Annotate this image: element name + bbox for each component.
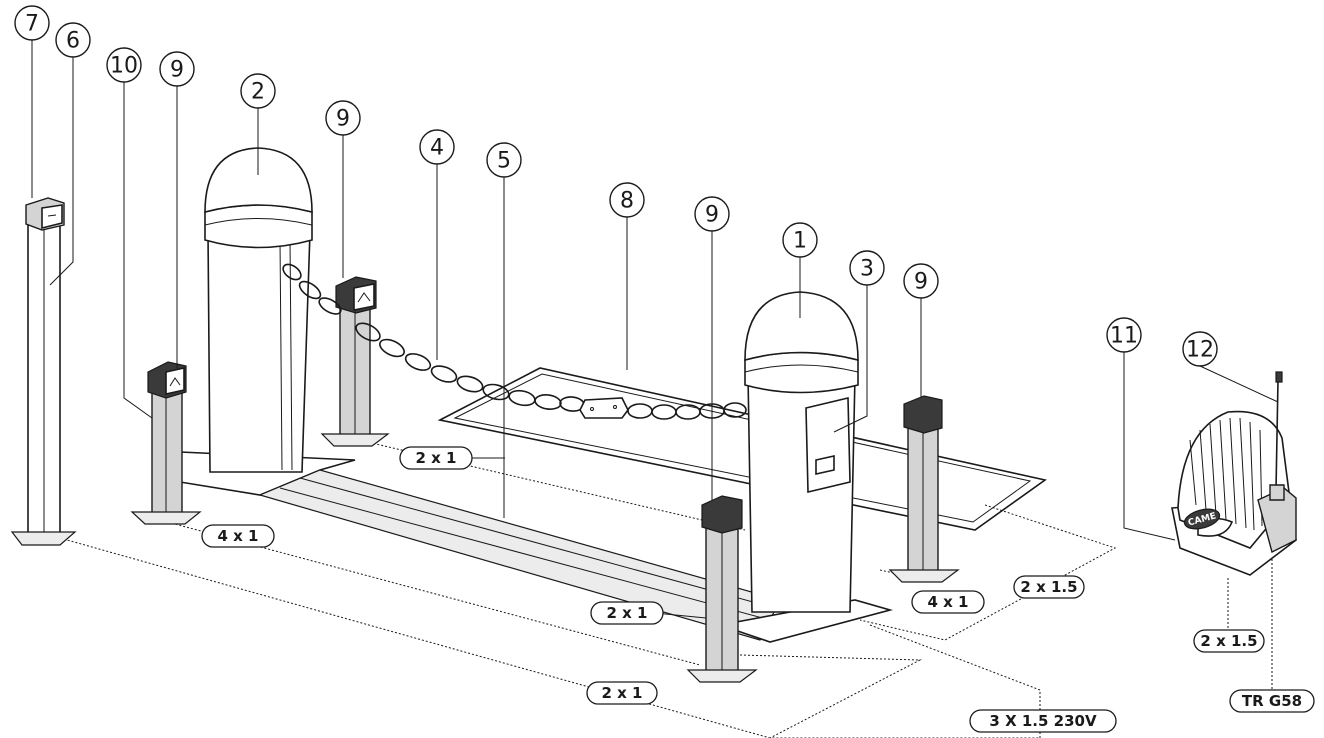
svg-text:1: 1 xyxy=(793,229,807,254)
svg-text:8: 8 xyxy=(620,189,634,214)
lamp-7 xyxy=(25,197,65,231)
svg-text:11: 11 xyxy=(1110,324,1138,349)
callout-9-front: 9 xyxy=(694,196,730,232)
cable-label-2x1-centre: 2 x 1 xyxy=(399,446,473,470)
svg-text:5: 5 xyxy=(497,149,511,174)
leader-lines xyxy=(31,40,1279,619)
svg-text:10: 10 xyxy=(110,54,138,79)
cable-label-4x1-left: 4 x 1 xyxy=(201,524,275,548)
photocell-post-centre xyxy=(320,276,390,447)
bollard-column-2 xyxy=(204,147,313,473)
svg-text:4 x 1: 4 x 1 xyxy=(928,593,969,611)
callout-9-right: 9 xyxy=(903,263,939,299)
svg-text:9: 9 xyxy=(336,107,350,132)
svg-text:6: 6 xyxy=(66,29,80,54)
svg-text:2 x 1.5: 2 x 1.5 xyxy=(1020,578,1077,596)
callout-11: 11 xyxy=(1106,317,1142,353)
photocell-post-front xyxy=(686,495,758,683)
svg-text:9: 9 xyxy=(170,58,184,83)
antenna-12 xyxy=(1269,371,1285,501)
callout-12: 12 xyxy=(1182,331,1218,367)
callout-6: 6 xyxy=(55,22,91,58)
svg-text:3 X 1.5 230V: 3 X 1.5 230V xyxy=(989,712,1097,730)
callout-7: 7 xyxy=(14,5,50,41)
svg-text:4 x 1: 4 x 1 xyxy=(218,527,259,545)
callout-1: 1 xyxy=(782,222,818,258)
control-unit-11: CAME xyxy=(1171,410,1297,576)
callout-9-left: 9 xyxy=(159,51,195,87)
cable-label-2x1-bottom: 2 x 1 xyxy=(586,681,658,705)
callout-3: 3 xyxy=(849,250,885,286)
svg-text:7: 7 xyxy=(25,12,39,37)
svg-text:2 x 1: 2 x 1 xyxy=(607,604,648,622)
cable-label-mains: 3 X 1.5 230V xyxy=(969,709,1117,733)
callout-10: 10 xyxy=(106,47,142,83)
svg-text:9: 9 xyxy=(914,270,928,295)
svg-text:2 x 1: 2 x 1 xyxy=(416,449,457,467)
svg-text:3: 3 xyxy=(860,257,874,282)
callout-5: 5 xyxy=(486,142,522,178)
photocell-post-left xyxy=(130,361,202,525)
post-6 xyxy=(10,211,77,546)
photocell-post-right xyxy=(888,395,960,583)
svg-text:12: 12 xyxy=(1186,338,1214,363)
chain-4 xyxy=(282,263,747,420)
svg-text:2 x 1.5: 2 x 1.5 xyxy=(1200,632,1257,650)
svg-text:2 x 1: 2 x 1 xyxy=(602,684,643,702)
callout-4: 4 xyxy=(419,129,455,165)
svg-text:TR G58: TR G58 xyxy=(1242,692,1302,710)
svg-text:4: 4 xyxy=(430,136,444,161)
callout-9-centre: 9 xyxy=(325,100,361,136)
svg-text:9: 9 xyxy=(705,203,719,228)
bollard-column-1 xyxy=(744,291,859,613)
cable-label-2x1.5-unit: 2 x 1.5 xyxy=(1193,629,1265,653)
callout-2: 2 xyxy=(240,73,276,109)
cable-label-2x1.5-right: 2 x 1.5 xyxy=(1013,575,1085,599)
cable-label-2x1-front: 2 x 1 xyxy=(590,601,664,625)
cable-label-4x1-right: 4 x 1 xyxy=(911,590,985,614)
callout-8: 8 xyxy=(609,182,645,218)
svg-text:2: 2 xyxy=(251,80,265,105)
cable-label-trg58: TR G58 xyxy=(1229,689,1315,713)
